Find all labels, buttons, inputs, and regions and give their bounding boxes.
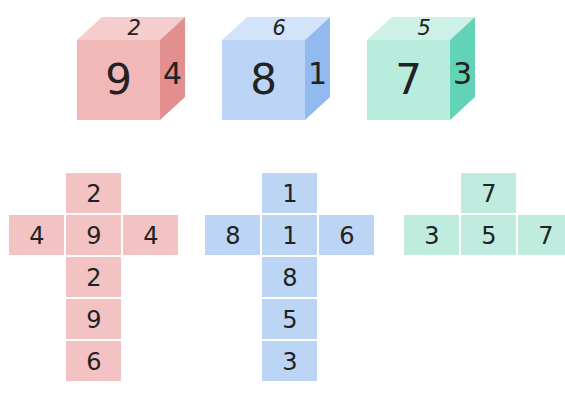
face-number: 3 (282, 350, 297, 374)
face-number: 9 (105, 59, 132, 101)
face-number: 1 (308, 59, 327, 89)
net-cell: 7 (460, 172, 517, 214)
net-cell: 4 (8, 214, 65, 256)
face-number: 5 (481, 224, 496, 248)
face-number: 4 (29, 224, 44, 248)
face-number: 8 (282, 266, 297, 290)
face-number: 6 (339, 224, 354, 248)
face-number: 9 (86, 224, 101, 248)
face-number: 8 (250, 59, 277, 101)
net-cell: 2 (65, 172, 122, 214)
net-cell: 4 (122, 214, 179, 256)
face-number: 4 (143, 224, 158, 248)
face-fill (160, 17, 185, 120)
net-cell: 1 (261, 214, 318, 256)
face-number: 9 (86, 308, 101, 332)
face-number: 7 (395, 59, 422, 101)
face-number: 2 (128, 18, 141, 39)
net-cell: 8 (261, 256, 318, 298)
face-number: 5 (418, 18, 431, 39)
face-number: 6 (86, 350, 101, 374)
net-cell: 6 (65, 340, 122, 382)
cube-front-face: 7 (367, 40, 450, 120)
face-number: 1 (282, 182, 297, 206)
face-number: 2 (86, 182, 101, 206)
net-cell: 3 (261, 340, 318, 382)
cube-side-face: 3 (450, 17, 475, 120)
cube-side-face: 4 (160, 17, 185, 120)
net-cell: 8 (204, 214, 261, 256)
face-number: 3 (424, 224, 439, 248)
face-number: 5 (282, 308, 297, 332)
face-number: 1 (282, 224, 297, 248)
net-cell: 2 (65, 256, 122, 298)
face-number: 6 (273, 18, 286, 39)
cube-side-face: 1 (305, 17, 330, 120)
net-cell: 7 (517, 214, 565, 256)
net-cell: 9 (65, 214, 122, 256)
net-cell: 3 (403, 214, 460, 256)
face-number: 7 (481, 182, 496, 206)
net-cell: 5 (460, 214, 517, 256)
net-cell: 5 (261, 298, 318, 340)
face-number: 8 (225, 224, 240, 248)
cube-front-face: 8 (222, 40, 305, 120)
face-fill (305, 17, 330, 120)
net-cell: 6 (318, 214, 375, 256)
face-fill (450, 17, 475, 120)
net-cell: 1 (261, 172, 318, 214)
face-number: 4 (163, 59, 182, 89)
face-number: 2 (86, 266, 101, 290)
net-cell: 9 (65, 298, 122, 340)
face-number: 7 (538, 224, 553, 248)
cube-front-face: 9 (77, 40, 160, 120)
face-number: 3 (453, 59, 472, 89)
